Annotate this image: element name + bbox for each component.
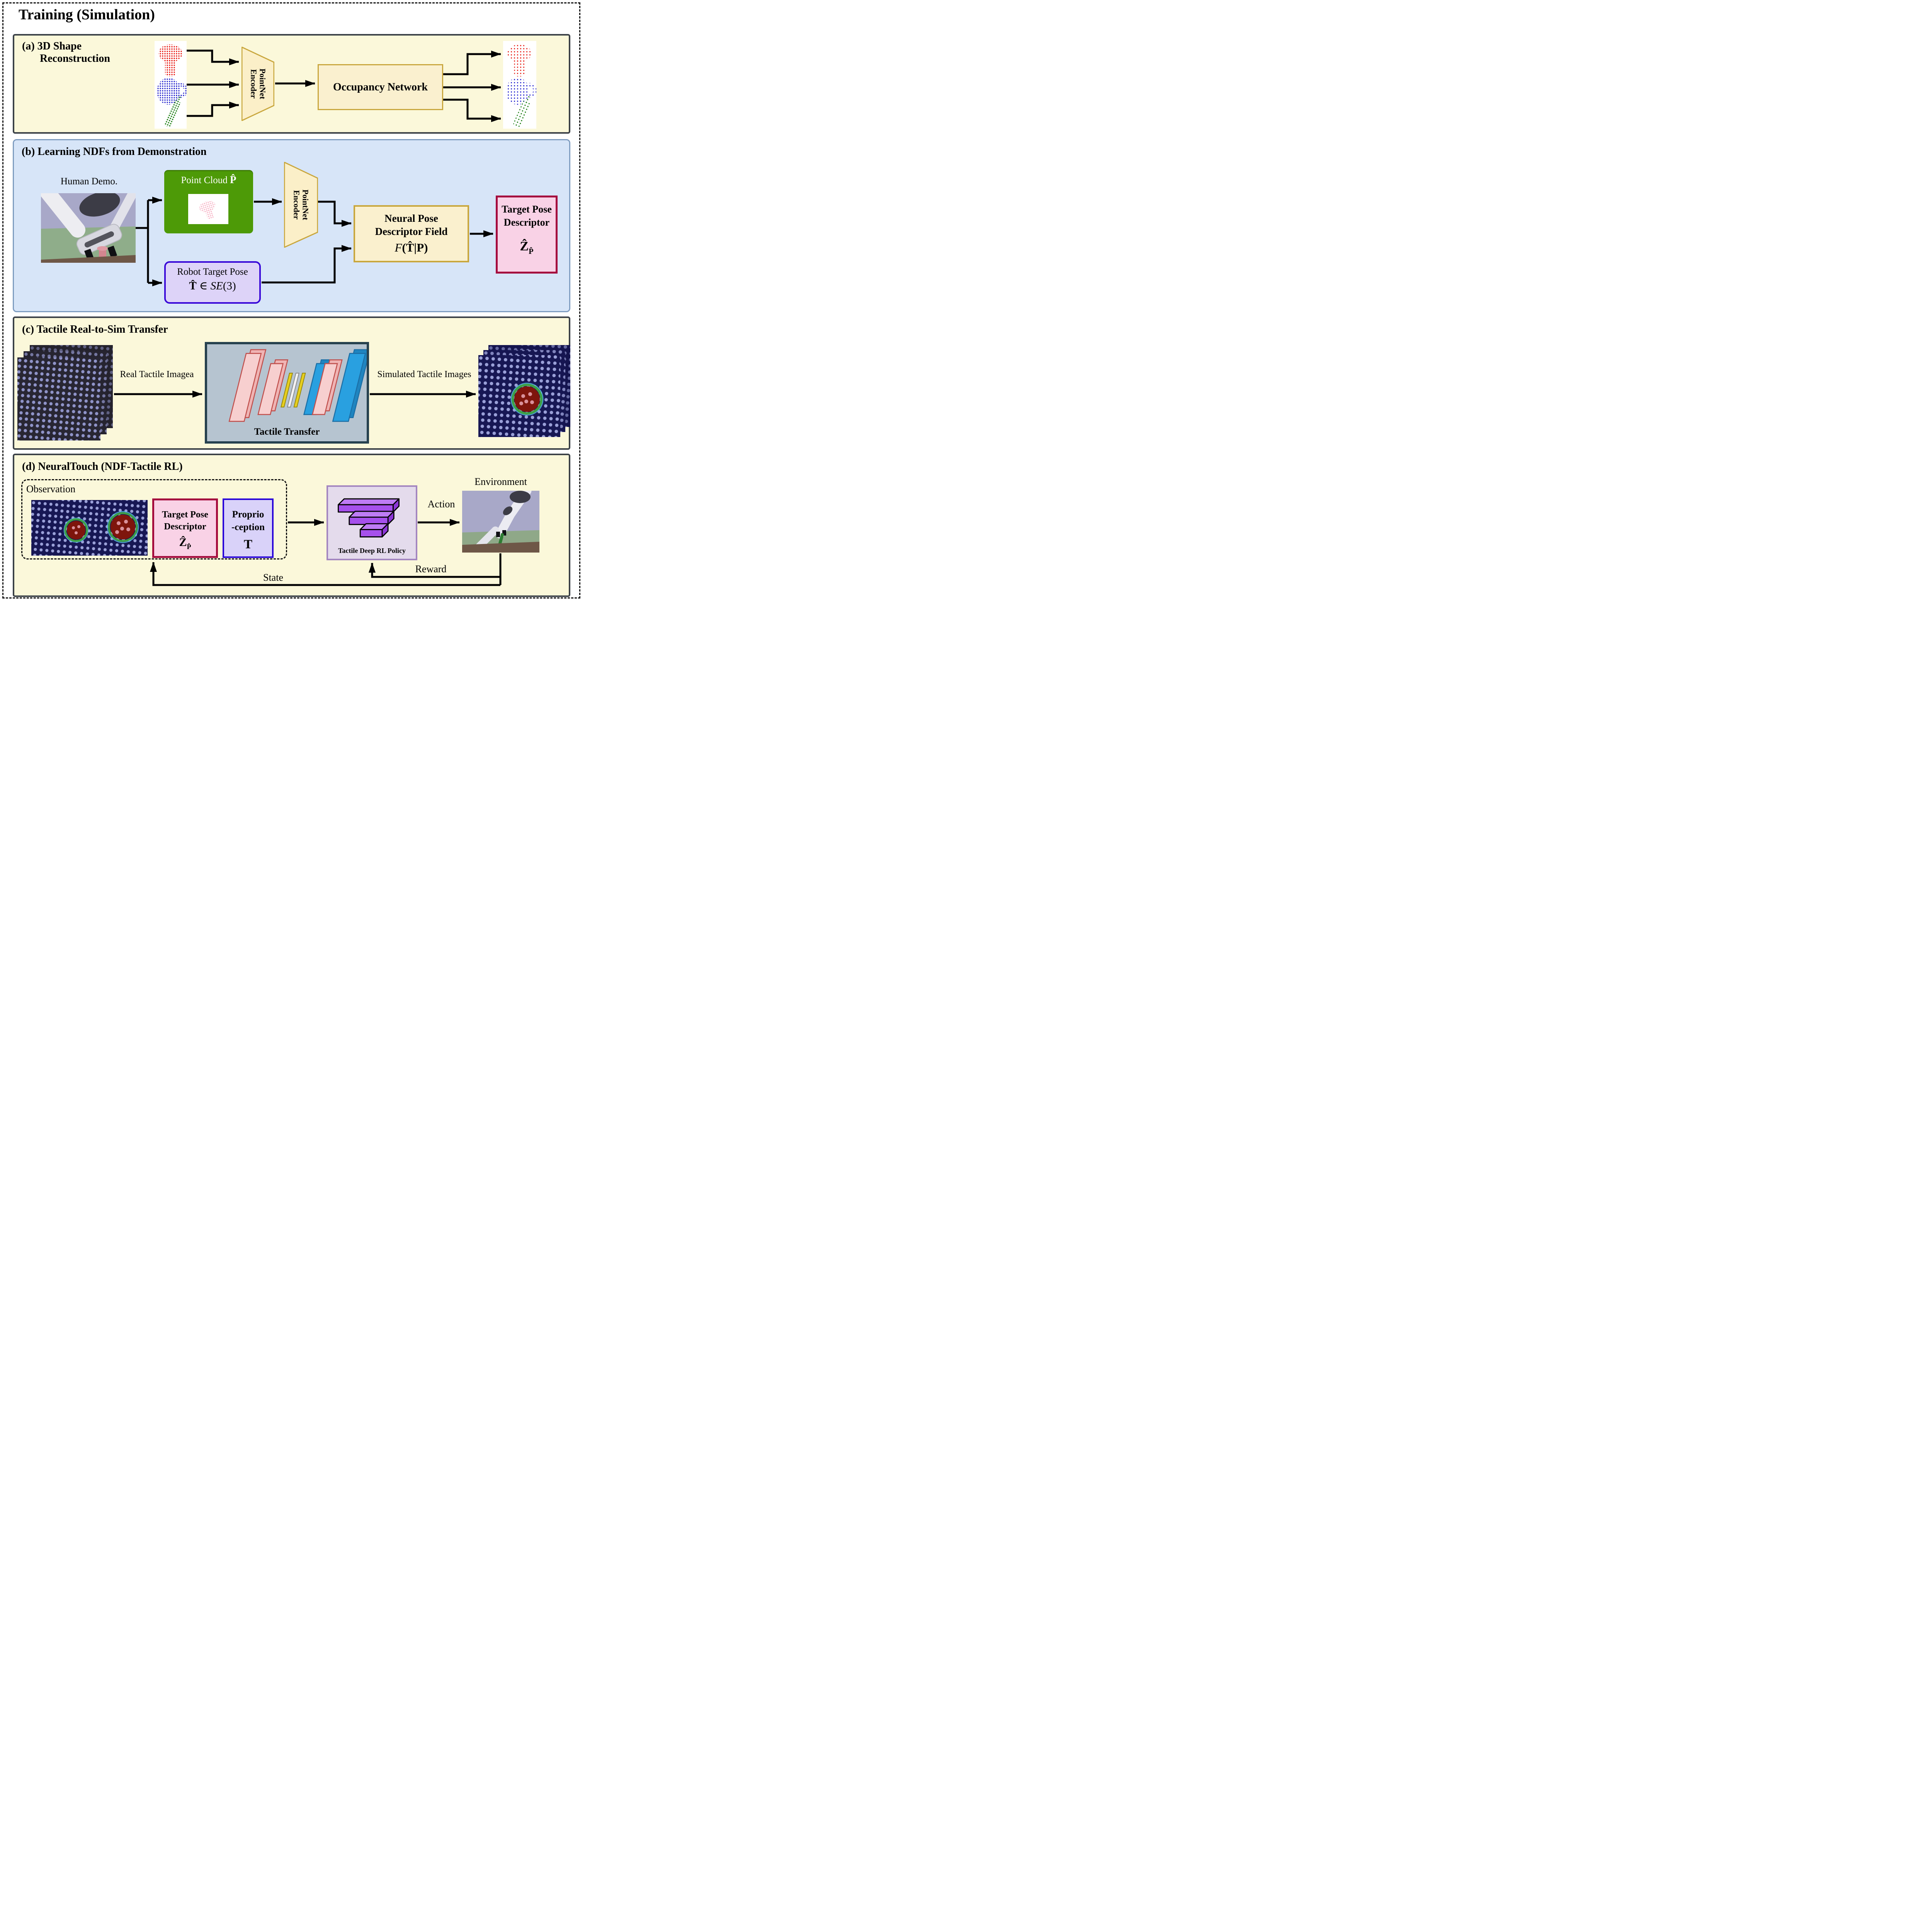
human-demo-image xyxy=(41,193,136,263)
target-pose-descriptor-math-d: ẐP̂ xyxy=(179,536,191,551)
environment-image xyxy=(462,491,539,553)
state-label: State xyxy=(263,572,283,583)
real-tactile-label: Real Tactile Imagea xyxy=(120,369,194,379)
cnn-architecture-icon xyxy=(228,349,367,422)
reward-label: Reward xyxy=(415,563,447,575)
simulated-tactile-images xyxy=(478,345,571,439)
contact-blob-icon xyxy=(510,383,544,416)
target-pose-descriptor-math: ẐP̂ xyxy=(520,239,534,256)
panel-c-label: (c) Tactile Real-to-Sim Transfer xyxy=(22,323,168,335)
tactile-deep-rl-policy-box: Tactile Deep RL Policy xyxy=(327,485,417,560)
simulated-tactile-label: Simulated Tactile Images xyxy=(377,369,471,379)
occupancy-network-label: Occupancy Network xyxy=(333,81,428,93)
proprioception-math: T xyxy=(243,537,252,551)
outer-dashed-frame xyxy=(2,2,580,599)
pointcloud-outputs-icon xyxy=(506,44,536,128)
occupancy-network-box: Occupancy Network xyxy=(318,64,443,110)
proprioception-box: Proprio -ception T xyxy=(223,498,274,558)
robot-target-pose-math: T̂ ∈ SE(3) xyxy=(189,280,236,292)
environment-label: Environment xyxy=(474,476,527,487)
robot-target-pose-box: Robot Target Pose T̂ ∈ SE(3) xyxy=(164,261,261,304)
panel-3d-shape-reconstruction: (a) 3D Shape Reconstruction xyxy=(13,34,570,134)
input-pointclouds-image xyxy=(155,41,187,129)
point-cloud-box: Point Cloud P̂ xyxy=(164,170,253,233)
panel-d-label: (d) NeuralTouch (NDF-Tactile RL) xyxy=(22,461,183,473)
action-label: Action xyxy=(427,498,455,510)
pointnet-encoder-a-label: PointNet Encoder xyxy=(249,68,267,99)
observation-label: Observation xyxy=(26,483,76,495)
policy-label: Tactile Deep RL Policy xyxy=(338,547,406,554)
pointnet-encoder-b: PointNet Encoder xyxy=(284,162,318,248)
tactile-transfer-label: Tactile Transfer xyxy=(254,427,320,437)
pointcloud-mug-red-icon xyxy=(157,44,187,128)
output-pointclouds-image xyxy=(503,41,536,129)
ndf-math: F(T̂|P) xyxy=(395,240,428,254)
target-pose-descriptor-box-d: Target Pose Descriptor ẐP̂ xyxy=(152,498,218,558)
mlp-layers-icon xyxy=(338,498,400,537)
observation-group-box: Observation xyxy=(21,479,287,560)
robot-target-pose-label: Robot Target Pose xyxy=(177,267,248,277)
real-tactile-images xyxy=(17,345,114,442)
target-pose-descriptor-box: Target Pose Descriptor ẐP̂ xyxy=(496,196,558,274)
panel-a-label: (a) 3D Shape Reconstruction xyxy=(22,40,110,65)
panel-b-label: (b) Learning NDFs from Demonstration xyxy=(22,146,207,158)
point-cloud-label: Point Cloud P̂ xyxy=(181,174,236,185)
pointnet-encoder-b-label: PointNet Encoder xyxy=(292,189,310,220)
training-simulation-figure: Training (Simulation) (a) 3D Shape Recon… xyxy=(0,0,583,602)
point-cloud-thumbnail xyxy=(188,194,228,224)
human-demo-label: Human Demo. xyxy=(60,176,118,187)
figure-title: Training (Simulation) xyxy=(19,7,155,23)
neural-pose-descriptor-field-box: Neural Pose Descriptor Field F(T̂|P) xyxy=(354,205,469,262)
tactile-transfer-box: Tactile Transfer xyxy=(205,342,369,444)
pointnet-encoder-a: PointNet Encoder xyxy=(242,47,274,121)
observation-tactile-image xyxy=(31,500,148,556)
